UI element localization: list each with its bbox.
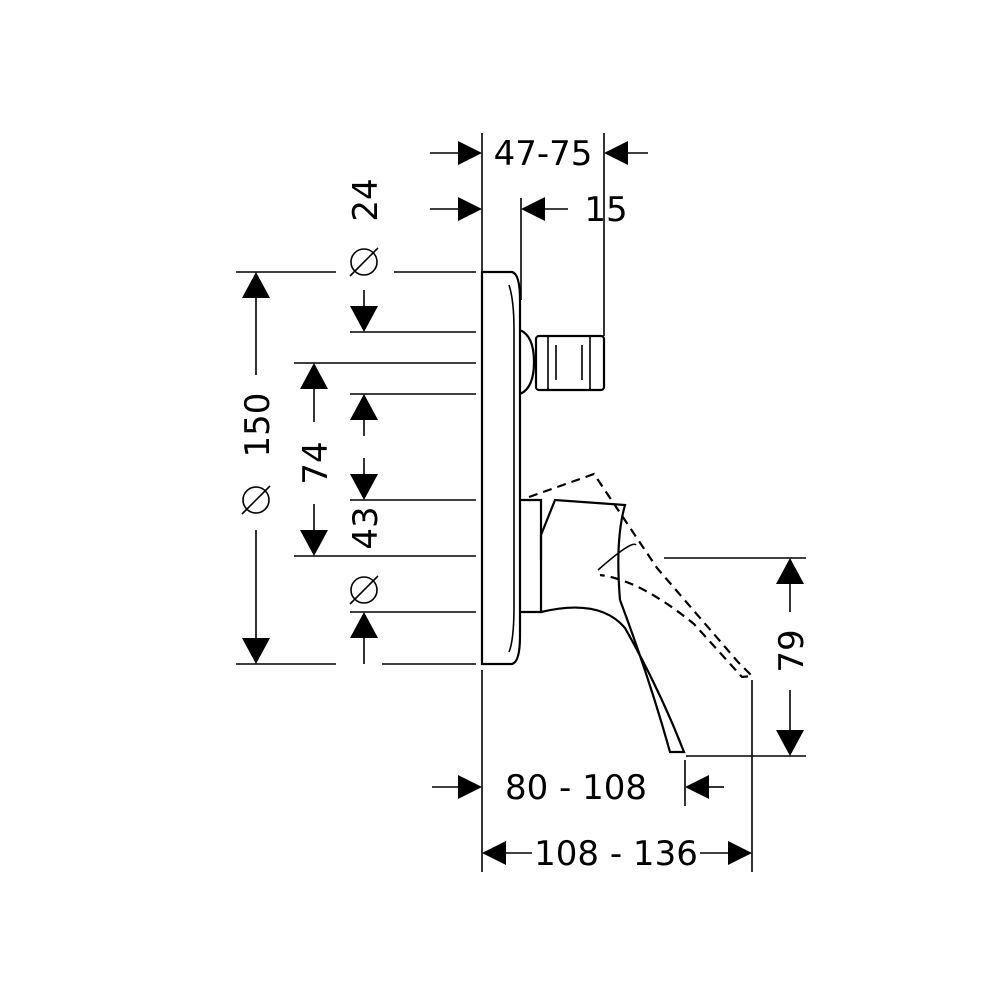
dim-108-136 (482, 841, 752, 865)
spout-alt-position (528, 472, 755, 679)
dim-15 (430, 197, 568, 221)
label-108-136: 108 - 136 (534, 834, 698, 874)
extension-lines (236, 133, 806, 872)
dim-79 (776, 558, 804, 756)
label-80-108: 80 - 108 (505, 768, 647, 808)
label-47-75: 47-75 (494, 134, 593, 174)
label-24: 24 (346, 178, 386, 221)
wall-plate (480, 270, 522, 666)
dim-43 (350, 458, 378, 664)
label-79: 79 (772, 629, 812, 672)
diverter-knob (519, 328, 606, 396)
dim-74 (300, 363, 328, 556)
diameter-symbol-upper (349, 247, 379, 277)
dim-80-108 (432, 775, 724, 799)
dim-150 (242, 272, 270, 664)
diameter-symbol-plate (241, 485, 271, 515)
label-74: 74 (296, 441, 336, 484)
label-15: 15 (584, 190, 627, 230)
spout-lever (520, 498, 686, 754)
diameter-symbol-lower (349, 575, 379, 605)
dim-47-75 (430, 141, 648, 165)
label-43: 43 (346, 506, 386, 549)
label-150: 150 (238, 393, 278, 458)
dim-24 (350, 290, 378, 436)
